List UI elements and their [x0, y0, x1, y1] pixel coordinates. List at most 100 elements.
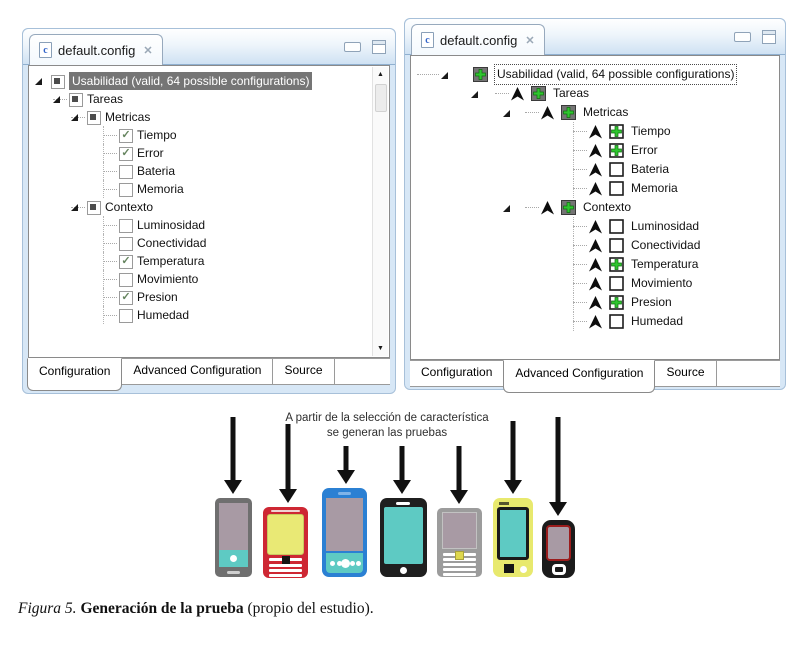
close-tab-icon[interactable]: ✕ — [143, 44, 153, 57]
expand-triangle-icon[interactable] — [71, 204, 78, 211]
tree-row-memoria[interactable]: Memoria — [411, 179, 779, 198]
tree-row-movimiento[interactable]: Movimiento — [411, 274, 779, 293]
tree-row-error[interactable]: Error — [411, 141, 779, 160]
feature-deselected-icon[interactable] — [609, 181, 624, 196]
tree-row-presion[interactable]: Presion — [411, 293, 779, 312]
feature-selected-core-icon[interactable] — [561, 200, 576, 215]
maximize-icon[interactable] — [372, 40, 386, 54]
checkbox-unchecked-icon[interactable] — [119, 273, 133, 287]
tree-row-usabilidad[interactable]: Usabilidad (valid, 64 possible configura… — [29, 72, 373, 90]
expand-triangle-icon[interactable] — [503, 205, 510, 212]
tree-row-tareas[interactable]: Tareas — [411, 84, 779, 103]
bottom-tab-source[interactable]: Source — [273, 359, 335, 384]
tristate-checkbox-icon[interactable] — [51, 75, 65, 89]
feature-deselected-icon[interactable] — [609, 219, 624, 234]
keypad-row — [269, 574, 302, 577]
tristate-checkbox-icon[interactable] — [87, 111, 101, 125]
vertical-scrollbar[interactable]: ▲ ▼ — [372, 67, 388, 356]
bottom-tab-advanced-configuration[interactable]: Advanced Configuration — [503, 360, 656, 393]
scrollbar-thumb[interactable] — [375, 84, 387, 112]
smartphone-yellow — [493, 498, 533, 577]
tree-item-label: Presion — [631, 295, 672, 309]
tree-row-luminosidad[interactable]: Luminosidad — [29, 216, 373, 234]
tree-dotted-guide — [573, 226, 587, 227]
tree-dotted-guide — [103, 279, 117, 280]
tree-row-tiempo[interactable]: Tiempo — [411, 122, 779, 141]
tree-row-temperatura[interactable]: ✓Temperatura — [29, 252, 373, 270]
scroll-up-icon[interactable]: ▲ — [377, 71, 384, 78]
tree-dotted-guide — [71, 117, 85, 118]
expand-triangle-icon[interactable] — [471, 91, 478, 98]
tree-row-conectividad[interactable]: Conectividad — [29, 234, 373, 252]
tree-dotted-guide — [573, 293, 574, 312]
tree-row-bateria[interactable]: Bateria — [411, 160, 779, 179]
checkbox-unchecked-icon[interactable] — [119, 309, 133, 323]
feature-selected-icon[interactable] — [609, 124, 624, 139]
bottom-tab-configuration[interactable]: Configuration — [410, 361, 505, 386]
tree-dotted-guide — [103, 153, 117, 154]
expand-triangle-icon[interactable] — [503, 110, 510, 117]
editor-tab-default-config[interactable]: c default.config ✕ — [411, 24, 545, 55]
feature-selected-core-icon[interactable] — [473, 67, 488, 82]
feature-selected-icon[interactable] — [609, 257, 624, 272]
tree-row-conectividad[interactable]: Conectividad — [411, 236, 779, 255]
phone-screen — [442, 512, 477, 549]
tree-row-metricas[interactable]: Metricas — [29, 108, 373, 126]
tree-dotted-guide — [103, 261, 117, 262]
tree-row-tareas[interactable]: Tareas — [29, 90, 373, 108]
feature-selected-icon[interactable] — [609, 295, 624, 310]
qwerty-phone-gray — [437, 508, 482, 577]
feature-selected-core-icon[interactable] — [561, 105, 576, 120]
tree-row-movimiento[interactable]: Movimiento — [29, 270, 373, 288]
tree-dotted-guide — [573, 217, 574, 236]
checkbox-unchecked-icon[interactable] — [119, 219, 133, 233]
tree-row-contexto[interactable]: Contexto — [411, 198, 779, 217]
checkbox-checked-icon[interactable]: ✓ — [119, 291, 133, 305]
tree-row-humedad[interactable]: Humedad — [29, 306, 373, 324]
tree-row-humedad[interactable]: Humedad — [411, 312, 779, 331]
tree-dotted-guide — [573, 122, 574, 141]
feature-selected-core-icon[interactable] — [531, 86, 546, 101]
tree-row-presion[interactable]: ✓Presion — [29, 288, 373, 306]
expand-triangle-icon[interactable] — [53, 96, 60, 103]
feature-deselected-icon[interactable] — [609, 314, 624, 329]
tree-item-label: Conectividad — [137, 236, 207, 250]
tristate-checkbox-icon[interactable] — [69, 93, 83, 107]
bottom-tab-configuration[interactable]: Configuration — [27, 358, 123, 391]
maximize-icon[interactable] — [762, 30, 776, 44]
bottom-tab-advanced-configuration[interactable]: Advanced Configuration — [122, 359, 274, 384]
feature-deselected-icon[interactable] — [609, 238, 624, 253]
tree-row-temperatura[interactable]: Temperatura — [411, 255, 779, 274]
checkbox-checked-icon[interactable]: ✓ — [119, 129, 133, 143]
tree-row-metricas[interactable]: Metricas — [411, 103, 779, 122]
scroll-down-icon[interactable]: ▼ — [377, 345, 384, 352]
up-arrow-feature-icon — [589, 296, 602, 310]
editor-tab-default-config[interactable]: c default.config ✕ — [29, 34, 163, 65]
tree-row-error[interactable]: ✓Error — [29, 144, 373, 162]
bottom-tab-source[interactable]: Source — [655, 361, 717, 386]
tristate-checkbox-icon[interactable] — [87, 201, 101, 215]
checkbox-checked-icon[interactable]: ✓ — [119, 147, 133, 161]
close-tab-icon[interactable]: ✕ — [525, 34, 535, 47]
tree-row-bateria[interactable]: Bateria — [29, 162, 373, 180]
tree-item-label: Contexto — [105, 200, 154, 214]
tree-row-tiempo[interactable]: ✓Tiempo — [29, 126, 373, 144]
minimize-icon[interactable] — [344, 42, 361, 52]
checkbox-unchecked-icon[interactable] — [119, 183, 133, 197]
up-arrow-feature-icon — [589, 182, 602, 196]
checkbox-unchecked-icon[interactable] — [119, 237, 133, 251]
tree-row-memoria[interactable]: Memoria — [29, 180, 373, 198]
expand-triangle-icon[interactable] — [71, 114, 78, 121]
tree-row-usabilidad[interactable]: Usabilidad (valid, 64 possible configura… — [411, 64, 779, 85]
feature-selected-icon[interactable] — [609, 143, 624, 158]
tree-row-contexto[interactable]: Contexto — [29, 198, 373, 216]
feature-deselected-icon[interactable] — [609, 276, 624, 291]
checkbox-checked-icon[interactable]: ✓ — [119, 255, 133, 269]
feature-deselected-icon[interactable] — [609, 162, 624, 177]
expand-triangle-icon[interactable] — [441, 72, 448, 79]
minimize-icon[interactable] — [734, 32, 751, 42]
tree-row-luminosidad[interactable]: Luminosidad — [411, 217, 779, 236]
checkbox-unchecked-icon[interactable] — [119, 165, 133, 179]
expand-triangle-icon[interactable] — [35, 78, 42, 85]
